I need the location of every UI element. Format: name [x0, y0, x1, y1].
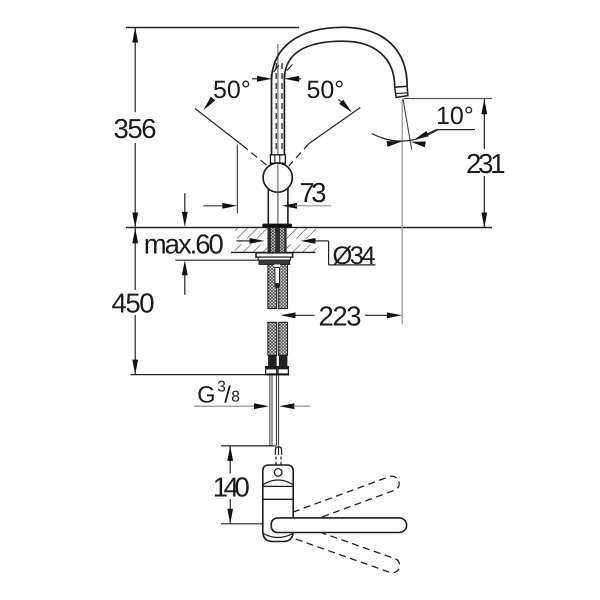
svg-text:Ø34: Ø34 — [333, 242, 376, 270]
svg-text:73: 73 — [300, 177, 327, 208]
svg-text:356: 356 — [114, 113, 157, 144]
svg-text:G: G — [197, 382, 215, 408]
svg-text:8: 8 — [231, 389, 240, 406]
svg-text:10°: 10° — [436, 102, 474, 130]
svg-text:450: 450 — [112, 288, 155, 319]
svg-text:3: 3 — [217, 379, 226, 396]
svg-text:/: / — [224, 382, 231, 408]
svg-text:231: 231 — [466, 148, 506, 179]
svg-text:50°: 50° — [307, 76, 345, 104]
svg-text:50°: 50° — [213, 76, 251, 104]
svg-text:223: 223 — [319, 301, 362, 332]
svg-text:140: 140 — [213, 471, 250, 502]
svg-text:max.60: max.60 — [144, 229, 224, 260]
